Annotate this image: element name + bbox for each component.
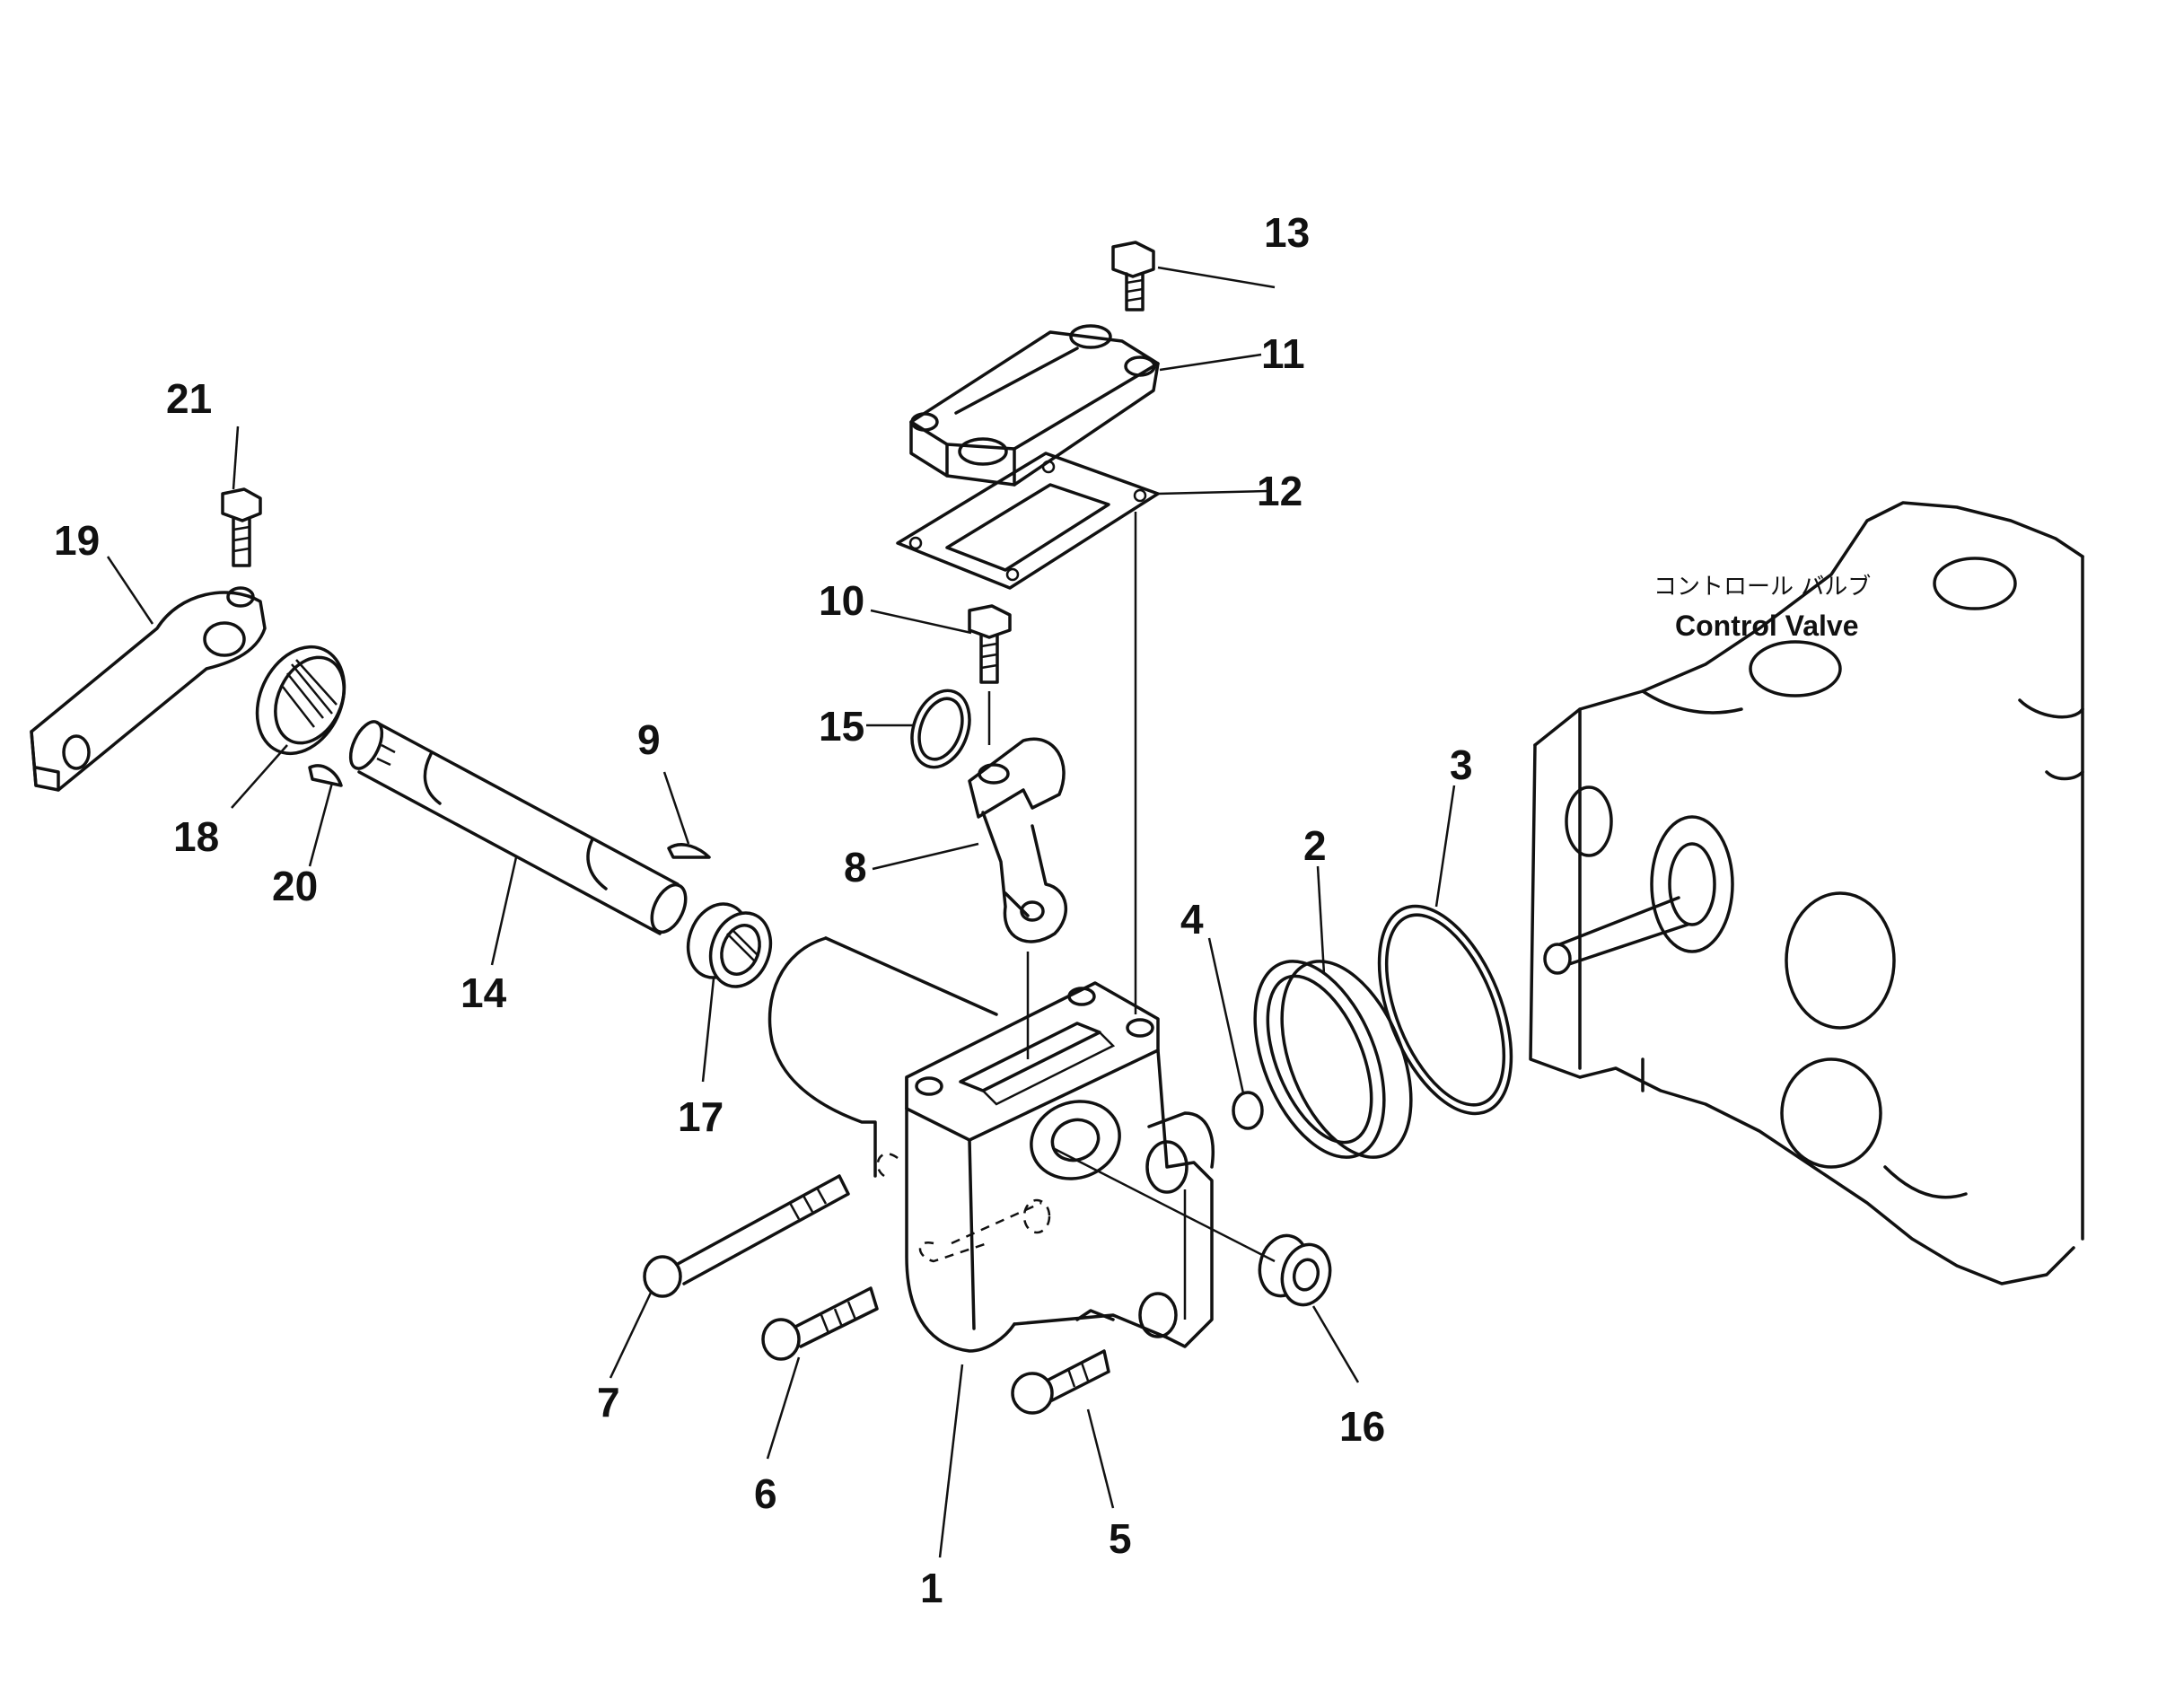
part-5-bolt: [1011, 1349, 1110, 1415]
callout-14: 14: [460, 969, 507, 1016]
part-4-small-o-ring: [1232, 1091, 1264, 1130]
callout-19: 19: [54, 517, 100, 564]
part-2-seal-ring: [1253, 960, 1413, 1159]
callout-2: 2: [1303, 822, 1327, 869]
callout-6: 6: [754, 1470, 777, 1517]
part-20-key: [308, 764, 343, 787]
part-14-shaft: [348, 720, 688, 935]
callout-21: 21: [166, 375, 212, 422]
callout-13: 13: [1264, 209, 1310, 256]
callout-7: 7: [597, 1379, 620, 1426]
callout-9: 9: [637, 716, 661, 763]
callout-12: 12: [1257, 468, 1303, 514]
control-valve-body: [1529, 501, 2084, 1285]
callout-16: 16: [1339, 1403, 1385, 1450]
part-17-needle-bearing: [686, 902, 773, 988]
part-18-seal: [255, 645, 346, 756]
callout-8: 8: [844, 844, 867, 890]
callout-18: 18: [173, 813, 219, 860]
part-9-key: [667, 843, 711, 859]
part-16-bushing: [1258, 1233, 1332, 1307]
part-11-cover: [909, 324, 1160, 487]
part-7-long-bolt: [643, 1174, 850, 1298]
part-21-bolt: [221, 487, 262, 567]
callout-1: 1: [920, 1565, 943, 1611]
part-13-bolt: [1111, 241, 1155, 311]
part-1-housing: [767, 936, 1215, 1353]
alignment-lines: [987, 512, 1276, 1320]
leader-lines: [106, 266, 1456, 1558]
part-10-bolt: [968, 604, 1012, 684]
callout-4: 4: [1180, 896, 1204, 943]
part-3-o-ring: [1377, 904, 1513, 1116]
callout-11: 11: [1261, 330, 1305, 377]
control-valve-label-english: Control Valve: [1675, 610, 1859, 642]
callout-5: 5: [1109, 1515, 1132, 1562]
callout-20: 20: [272, 863, 318, 909]
part-8-lever: [968, 737, 1068, 943]
callout-17: 17: [678, 1093, 724, 1140]
part-19-lever-arm: [30, 586, 267, 792]
part-6-bolt: [761, 1286, 879, 1361]
callout-10: 10: [819, 577, 864, 624]
control-valve-label-japanese: コントロール バルブ: [1653, 574, 1871, 601]
callout-15: 15: [819, 703, 864, 750]
callout-numbers: 13 11 12 10 15 9 8 3 2 4 21 19 18 20 14 …: [54, 209, 1473, 1611]
part-15-o-ring: [910, 689, 971, 769]
callout-3: 3: [1450, 741, 1473, 788]
